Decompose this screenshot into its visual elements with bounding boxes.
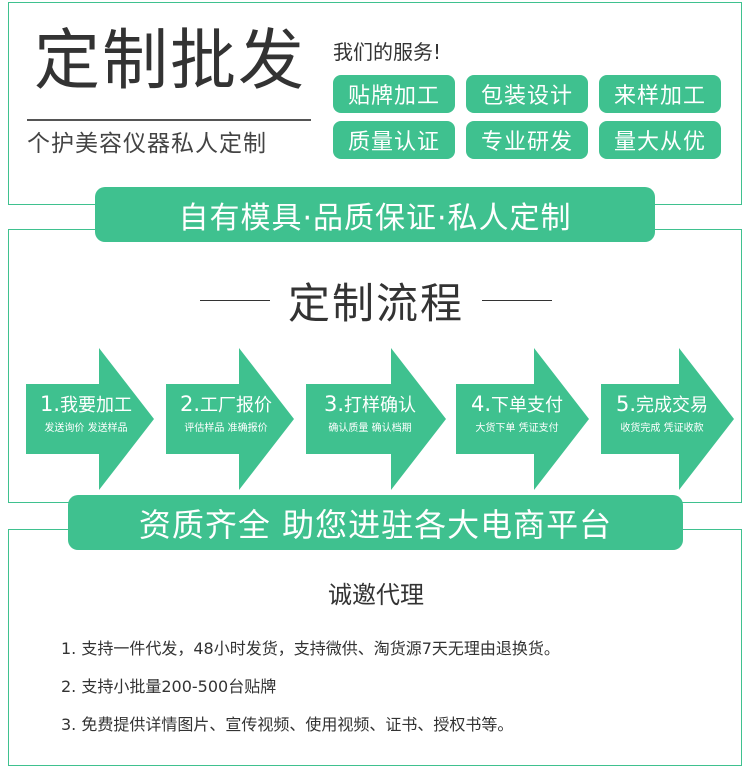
services-heading: 我们的服务!: [333, 40, 442, 64]
step-number: 3.: [323, 392, 345, 416]
step-number: 2.: [179, 392, 201, 416]
step-description: 评估样品 准确报价: [184, 423, 268, 434]
process-step-1: 1.我要加工 发送询价 发送样品: [26, 348, 154, 490]
agent-point: 2. 支持小批量200-500台贴牌: [61, 677, 277, 696]
step-description: 发送询价 发送样品: [44, 423, 128, 434]
step-title: 打样确认: [344, 395, 417, 416]
step-title: 下单支付: [491, 395, 564, 416]
arrow-right-icon: [26, 348, 154, 490]
step-description: 确认质量 确认档期: [328, 423, 412, 434]
process-steps: 1.我要加工 发送询价 发送样品 2.工厂报价 评估样品 准确报价 3.打样确认…: [26, 348, 736, 490]
agent-panel: 诚邀代理 1. 支持一件代发，48小时发货，支持微供、淘货源7天无理由退换货。 …: [8, 529, 742, 766]
service-tag: 专业研发: [466, 121, 588, 159]
process-step-5: 5.完成交易 收货完成 凭证收款: [601, 348, 734, 490]
heading-line-left: [199, 299, 270, 302]
main-title: 定制批发: [34, 22, 306, 99]
service-tag: 量大从优: [599, 121, 721, 159]
header-panel: 定制批发 个护美容仪器私人定制 我们的服务! 贴牌加工 包装设计 来样加工 质量…: [8, 2, 742, 205]
process-panel: 定制流程 1.我要加工 发送询价 发送样品 2.工厂报价 评估样品 准确报价: [8, 229, 742, 503]
features-banner: 自有模具·品质保证·私人定制: [95, 187, 655, 242]
process-step-4: 4.下单支付 大货下单 凭证支付: [456, 348, 589, 490]
agent-point: 3. 免费提供详情图片、宣传视频、使用视频、证书、授权书等。: [61, 715, 514, 734]
process-step-2: 2.工厂报价 评估样品 准确报价: [166, 348, 294, 490]
process-heading: 定制流程: [9, 270, 743, 331]
title-divider: [27, 119, 311, 121]
agent-point: 1. 支持一件代发，48小时发货，支持微供、淘货源7天无理由退换货。: [61, 639, 560, 658]
subtitle: 个护美容仪器私人定制: [27, 131, 267, 157]
service-tag: 质量认证: [333, 121, 455, 159]
service-tag: 包装设计: [466, 75, 588, 113]
service-tag: 来样加工: [599, 75, 721, 113]
agent-heading: 诚邀代理: [328, 581, 424, 609]
process-step-3: 3.打样确认 确认质量 确认档期: [306, 348, 446, 490]
arrow-right-icon: [306, 348, 446, 490]
step-title: 完成交易: [636, 395, 709, 416]
qualification-banner: 资质齐全 助您进驻各大电商平台: [68, 495, 683, 550]
service-tag: 贴牌加工: [333, 75, 455, 113]
services-tags: 贴牌加工 包装设计 来样加工 质量认证 专业研发 量大从优: [333, 75, 743, 159]
step-description: 收货完成 凭证收款: [620, 423, 704, 434]
agent-points: 1. 支持一件代发，48小时发货，支持微供、淘货源7天无理由退换货。 2. 支持…: [61, 637, 560, 751]
process-heading-text: 定制流程: [287, 279, 464, 328]
arrow-right-icon: [166, 348, 294, 490]
step-number: 1.: [39, 392, 61, 416]
step-title: 工厂报价: [200, 395, 273, 416]
arrow-right-icon: [601, 348, 734, 490]
heading-line-right: [482, 299, 552, 302]
step-number: 4.: [470, 392, 492, 416]
step-number: 5.: [615, 392, 637, 416]
step-description: 大货下单 凭证支付: [475, 423, 559, 434]
arrow-right-icon: [456, 348, 589, 490]
step-title: 我要加工: [60, 395, 133, 416]
